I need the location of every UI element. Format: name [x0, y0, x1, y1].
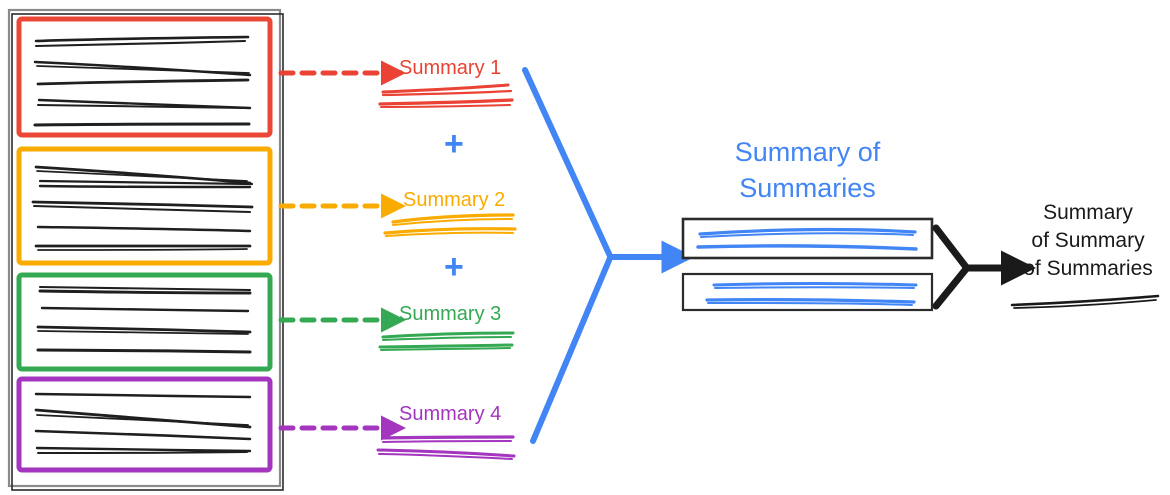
source-chunk-orange[interactable]	[16, 146, 273, 266]
final-output-sketch	[1010, 294, 1160, 309]
chunk-green-text-lines	[36, 285, 252, 354]
summary-1-sketch	[378, 83, 514, 108]
summary-1-label: Summary 1	[399, 57, 502, 79]
plus-operator-2: +	[444, 248, 464, 286]
summary-of-summaries-title-line1: Summary of	[734, 137, 881, 167]
source-chunk-red[interactable]	[16, 16, 273, 138]
sos-box-2-sketch	[705, 282, 918, 306]
summary-3-label: Summary 3	[399, 303, 502, 325]
plus-operator-1: +	[444, 125, 464, 163]
summary-of-summaries-title-line2: Summaries	[739, 173, 876, 203]
sos-box-1-sketch	[696, 227, 918, 251]
source-chunk-green[interactable]	[16, 272, 273, 372]
final-output-title-line1: Summary	[1043, 201, 1133, 224]
summary-3-sketch	[378, 331, 515, 351]
source-document-outline	[7, 8, 284, 491]
chunk-orange-text-lines	[31, 165, 254, 251]
summary-merge-funnel	[522, 67, 695, 444]
summary-4-sketch	[376, 435, 516, 460]
sos-box-2[interactable]	[681, 272, 934, 312]
chunk-purple-text-lines	[34, 392, 252, 454]
chunk-red-text-lines	[33, 35, 252, 127]
final-output-title-line3: of Summaries	[1023, 257, 1153, 280]
summary-4-label: Summary 4	[399, 403, 502, 425]
final-merge-arrow	[932, 224, 1036, 310]
summary-2-sketch	[383, 213, 517, 237]
source-chunk-purple[interactable]	[16, 376, 273, 473]
summary-2-label: Summary 2	[403, 189, 506, 211]
final-output-title-line2: of Summary	[1031, 229, 1145, 252]
sos-box-1[interactable]	[681, 217, 934, 260]
